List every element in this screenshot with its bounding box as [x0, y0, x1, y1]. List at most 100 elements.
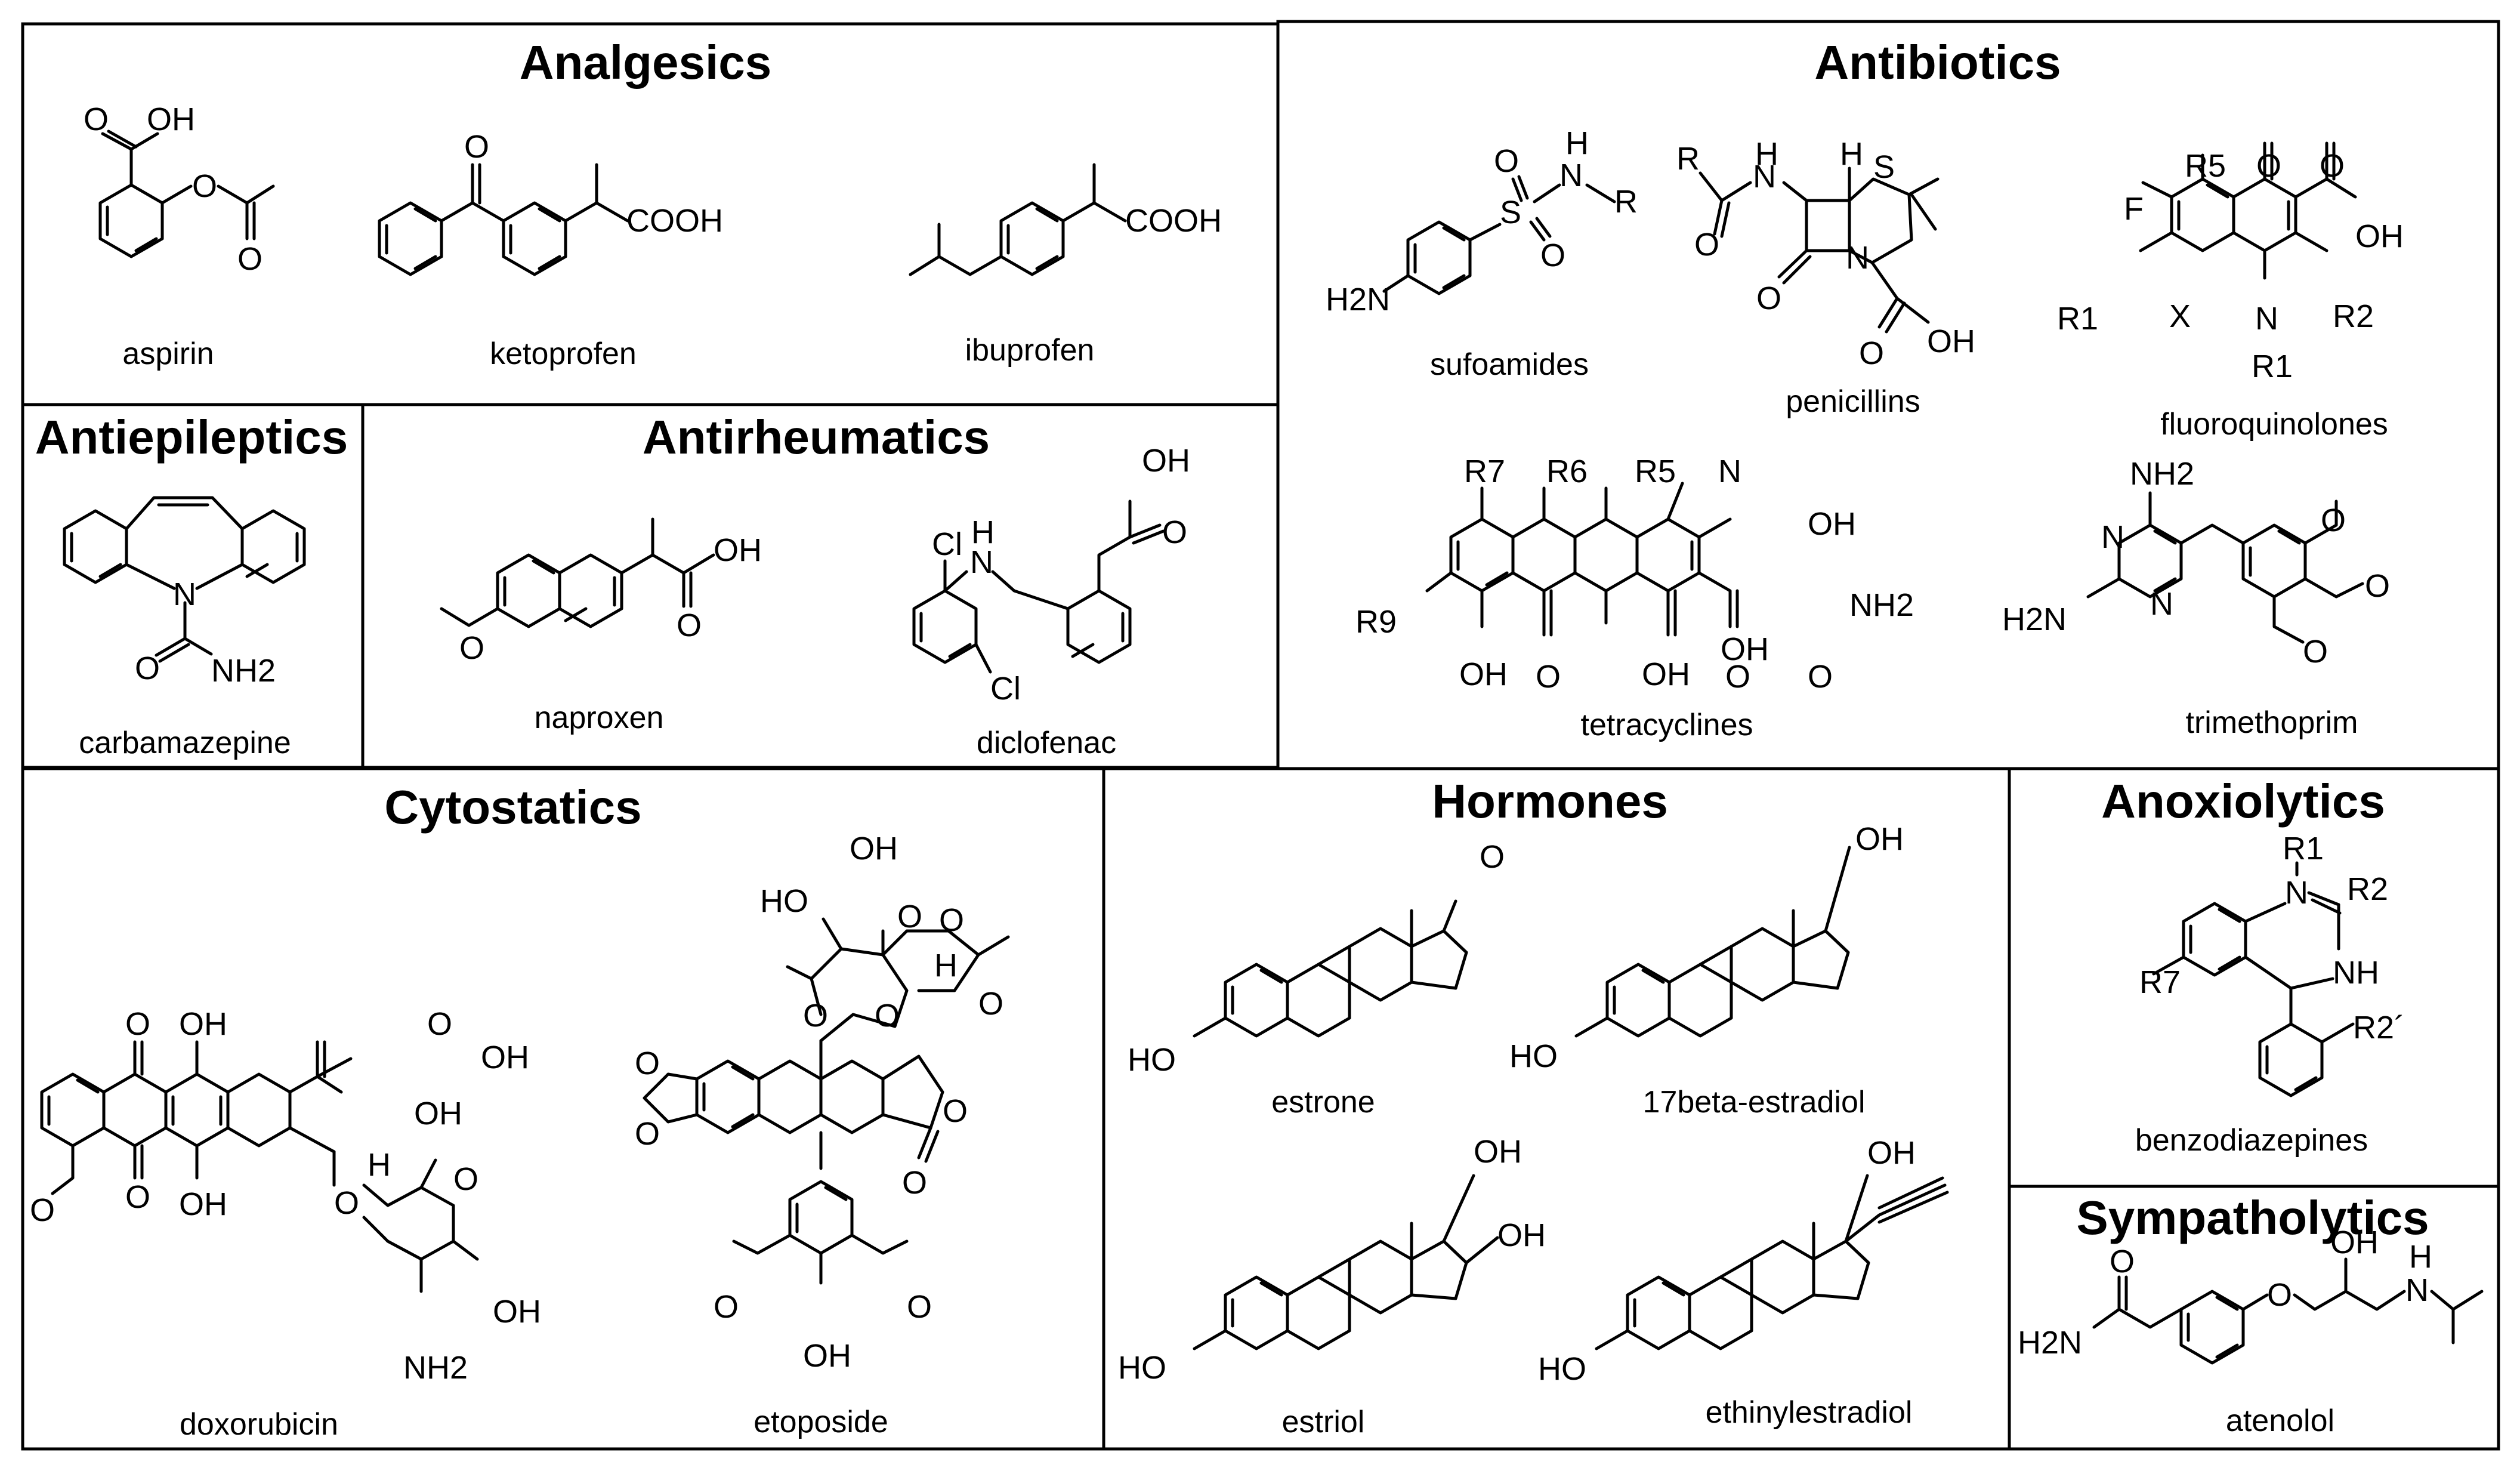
structure-naproxen: O O OH — [440, 517, 762, 666]
atom-label: O — [84, 101, 109, 137]
atom-label: HO — [1509, 1038, 1558, 1074]
atom-label: OH — [1721, 631, 1769, 667]
name-etoposide: etoposide — [753, 1405, 888, 1439]
atom-label: H — [1840, 136, 1863, 172]
atom-label: HO — [1128, 1042, 1176, 1078]
atom-label: HO — [1118, 1350, 1166, 1386]
atom-label: O — [677, 607, 702, 643]
title-antirheumatics: Antirheumatics — [643, 411, 990, 464]
panel-frames — [21, 20, 2500, 1451]
structure-aspirin: O OH O O — [84, 101, 275, 277]
atom-label: H2N — [2002, 602, 2067, 637]
atom-label: O — [1694, 227, 1719, 263]
atom-label: O — [2303, 634, 2328, 670]
atom-label: O — [334, 1185, 359, 1221]
title-antibiotics: Antibiotics — [1814, 36, 2061, 89]
structure-ibuprofen: COOH — [909, 163, 1222, 276]
atom-label: OH — [1142, 443, 1190, 479]
atom-label: O — [1725, 659, 1750, 695]
atom-label: R5 — [1635, 454, 1676, 489]
atom-label: OH — [1497, 1217, 1546, 1253]
name-fluoroquinolones: fluoroquinolones — [2160, 407, 2388, 442]
atom-label: N — [2255, 301, 2278, 337]
atom-label: R2 — [2347, 871, 2388, 907]
atom-label: R7 — [1464, 454, 1505, 489]
name-benzodiazepines: benzodiazepines — [2135, 1123, 2368, 1158]
atom-label: N — [173, 576, 196, 612]
atom-label: R2 — [2333, 298, 2374, 334]
atom-label: HO — [1538, 1351, 1586, 1387]
atom-label: O — [192, 168, 217, 204]
atom-label: O — [1756, 280, 1781, 316]
atom-label: O — [943, 1093, 968, 1129]
atom-label: Cl — [990, 671, 1021, 707]
atom-label: NH — [2333, 955, 2379, 991]
name-aspirin: aspirin — [122, 337, 214, 371]
atom-label: R1 — [2252, 349, 2293, 384]
name-naproxen: naproxen — [535, 701, 664, 735]
atom-label: O — [1494, 143, 1519, 179]
structure-penicillins: R H N O H S O N O OH — [1676, 136, 1975, 371]
atom-label: OH — [2330, 1225, 2379, 1260]
atom-label: O — [2267, 1277, 2292, 1313]
atom-label: OH — [493, 1294, 541, 1330]
panel-cytostatics-frame — [21, 767, 1105, 1451]
atom-label: O — [2365, 568, 2390, 604]
atom-label: OH — [1867, 1135, 1916, 1171]
name-carbamazepine: carbamazepine — [79, 726, 291, 760]
panel-hormones-frame — [1102, 767, 2011, 1451]
atom-label: O — [427, 1006, 452, 1042]
structure-ethinylestradiol: HO OH — [1538, 1135, 1949, 1387]
atom-label: OH — [481, 1040, 529, 1075]
atom-label: O — [635, 1046, 660, 1081]
structure-trimethoprim: NH2 N N H2N O O O — [2002, 456, 2390, 670]
atom-label: R1 — [2283, 831, 2324, 866]
structure-benzodiazepines: R1 N R2 NH R7 R2´ — [2139, 831, 2405, 1097]
atom-label: N — [1753, 159, 1776, 195]
atom-label: O — [1808, 659, 1833, 695]
atom-label: N — [2285, 875, 2308, 911]
name-tetracyclines: tetracyclines — [1581, 708, 1753, 742]
name-ibuprofen: ibuprofen — [965, 333, 1095, 368]
structure-atenolol: O H2N O OH N H — [2018, 1225, 2484, 1365]
atom-label: R1 — [2057, 301, 2098, 337]
atom-label: N — [970, 544, 993, 580]
atom-label: O — [635, 1116, 660, 1152]
atom-label: H — [1755, 136, 1778, 172]
name-estriol: estriol — [1282, 1405, 1365, 1439]
atom-label: O — [897, 899, 922, 935]
atom-label: R9 — [1355, 604, 1397, 640]
atom-label: N — [1846, 240, 1869, 276]
atom-label: O — [939, 902, 964, 938]
atom-label: F — [2124, 191, 2144, 227]
title-antiepileptics: Antiepileptics — [35, 411, 348, 464]
title-analgesics: Analgesics — [520, 36, 771, 89]
structure-tetracyclines: R7 R6 R5 N OH R9 OH O OH OH O O NH2 — [1355, 454, 1914, 695]
structure-estrone: HO O — [1128, 839, 1505, 1078]
atom-label: R7 — [2139, 964, 2181, 1000]
title-sympatholytics: Sympatholytics — [2076, 1191, 2429, 1244]
name-doxorubicin: doxorubicin — [180, 1407, 338, 1442]
atom-label: O — [237, 241, 262, 277]
atom-label: N — [1559, 158, 1583, 193]
atom-label: NH2 — [211, 653, 276, 689]
atom-label: X — [2169, 298, 2191, 334]
title-hormones: Hormones — [1432, 775, 1668, 828]
atom-label: O — [2321, 502, 2346, 538]
atom-label: O — [2110, 1244, 2135, 1279]
atom-label: O — [1540, 238, 1565, 273]
atom-label: COOH — [1125, 203, 1222, 239]
atom-label: N — [1718, 454, 1741, 489]
atom-label: O — [978, 986, 1003, 1022]
atom-label: O — [1859, 335, 1884, 371]
structure-fluoroquinolones: R5 O O OH F R1 X N R1 R2 — [2057, 141, 2404, 384]
atom-label: R5 — [2185, 148, 2226, 184]
atom-label: H — [2409, 1239, 2432, 1275]
atom-label: R — [1676, 141, 1700, 177]
name-penicillins: penicillins — [1786, 384, 1920, 419]
atom-label: H — [1565, 125, 1589, 161]
atom-label: O — [875, 998, 900, 1034]
name-sufoamides: sufoamides — [1430, 347, 1589, 382]
atom-label: H — [971, 514, 995, 550]
